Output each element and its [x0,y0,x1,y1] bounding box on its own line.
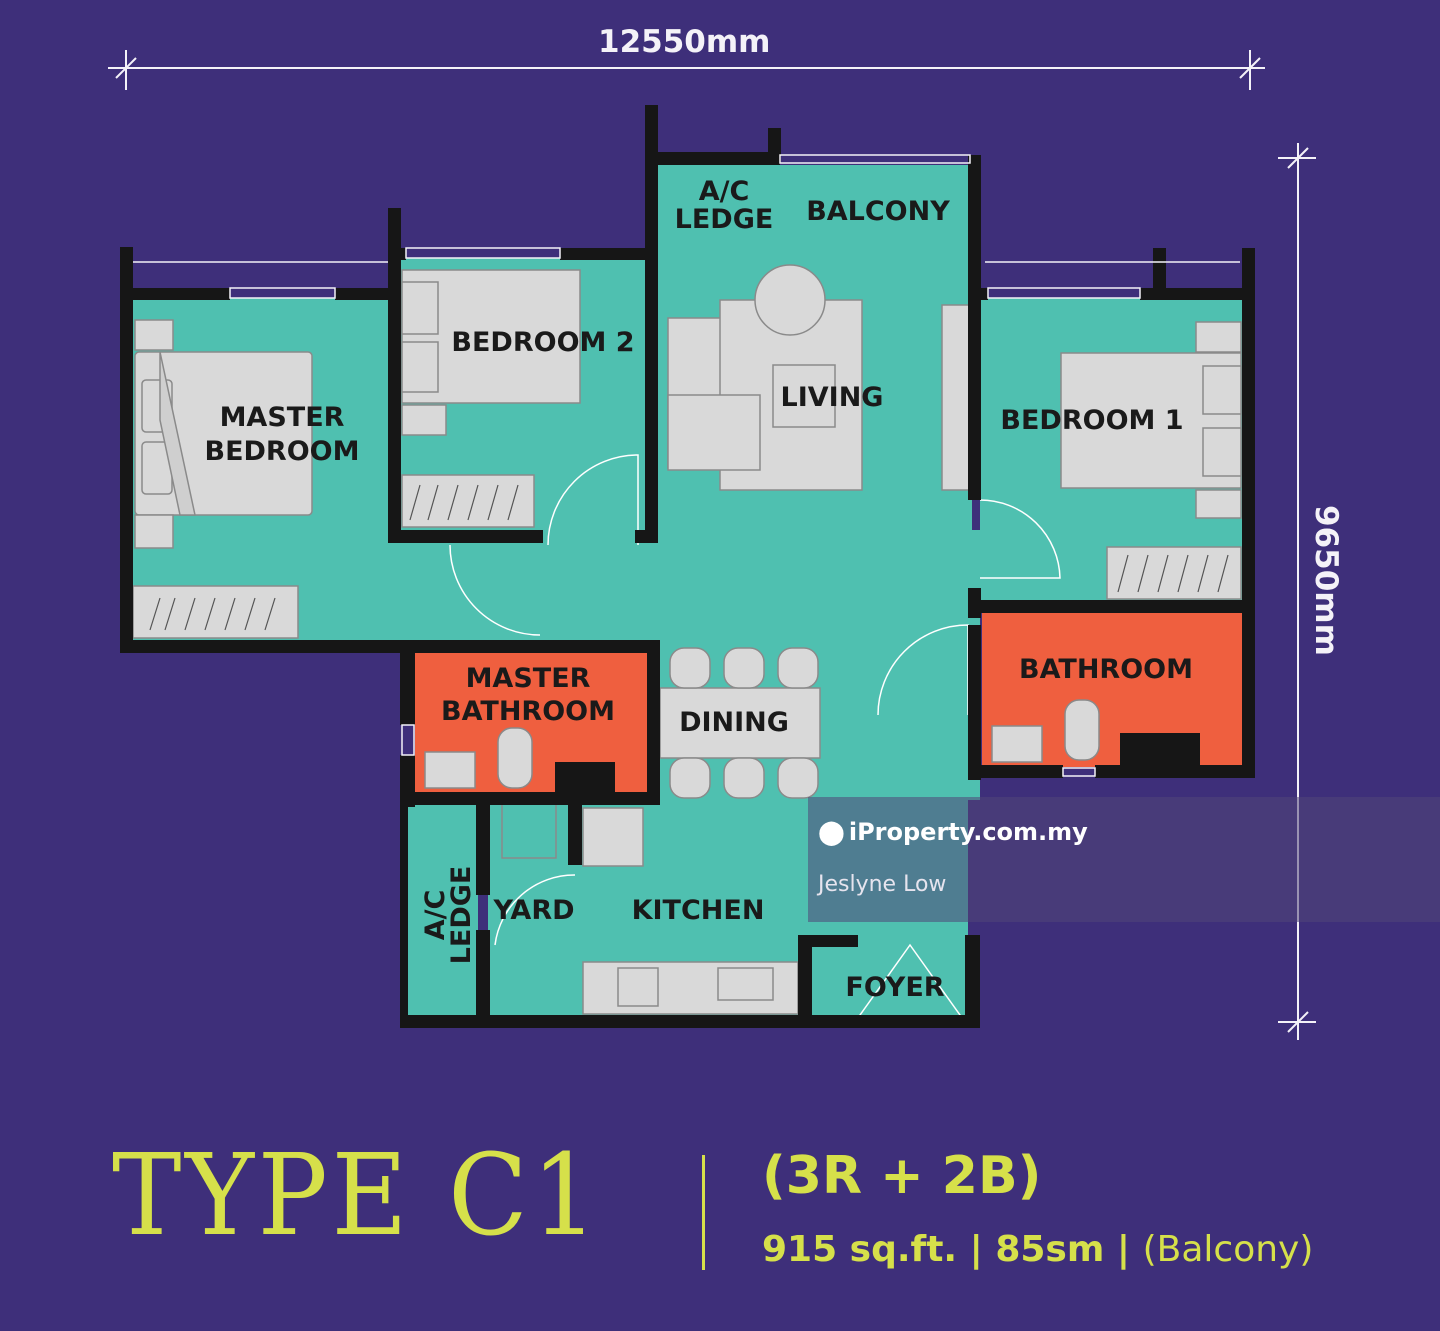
label-living: LIVING [781,382,884,413]
bath-basin [991,725,1043,763]
watermark-agent: Jeslyne Low [818,872,947,897]
label-yard: YARD [492,895,574,926]
label-bathroom: BATHROOM [1019,654,1193,685]
room-labels: A/C LEDGE BALCONY BEDROOM 2 MASTER BEDRO… [205,176,1193,1003]
walls [120,105,1255,1028]
label-foyer: FOYER [845,972,944,1003]
watermark-band [808,797,1440,922]
unit-sm: 85sm [995,1229,1105,1270]
width-dimension-label: 12550mm [598,24,770,60]
windows [133,154,1240,777]
door-swings [449,454,1061,1023]
unit-type-title: TYPE C1 [112,1131,602,1261]
width-dimension [108,50,1265,90]
unit-balcony-note: (Balcony) [1142,1229,1314,1270]
height-dimension-label: 9650mm [1308,505,1344,656]
label-master-bedroom: MASTER [220,402,345,433]
svg-text:BEDROOM: BEDROOM [205,436,360,467]
label-bedroom-2: BEDROOM 2 [451,327,634,358]
watermark-brand-text: iProperty.com.my [848,818,1088,846]
title-divider [702,1155,705,1270]
dining-table [659,687,821,759]
furniture [132,264,1242,1015]
label-ac-ledge-top: A/C [699,176,750,207]
svg-text:BATHROOM: BATHROOM [441,696,615,727]
bath-toilet [1064,699,1100,761]
label-dining: DINING [679,707,789,738]
bedroom-1-wardrobe [1106,546,1242,600]
master-bath-toilet [497,727,533,789]
location-pin-icon: ⬤ [818,818,845,846]
separator-2: | [1104,1229,1143,1270]
unit-size: 915 sq.ft. | 85sm | (Balcony) [762,1232,1313,1268]
label-bedroom-1: BEDROOM 1 [1000,405,1183,436]
svg-text:LEDGE: LEDGE [675,204,774,235]
label-balcony: BALCONY [806,196,950,227]
label-ac-ledge-side: A/C [420,890,451,941]
label-master-bathroom: MASTER [466,663,591,694]
master-wardrobe [132,585,299,639]
room-configuration: (3R + 2B) [762,1146,1042,1206]
separator-1: | [957,1229,996,1270]
master-bath-basin [424,751,476,789]
watermark-brand: ⬤iProperty.com.my [818,818,1088,846]
wardrobe-hangers [149,484,1229,631]
unit-sqft: 915 sq.ft. [762,1229,958,1270]
label-kitchen: KITCHEN [632,895,765,926]
svg-text:LEDGE: LEDGE [446,866,477,965]
